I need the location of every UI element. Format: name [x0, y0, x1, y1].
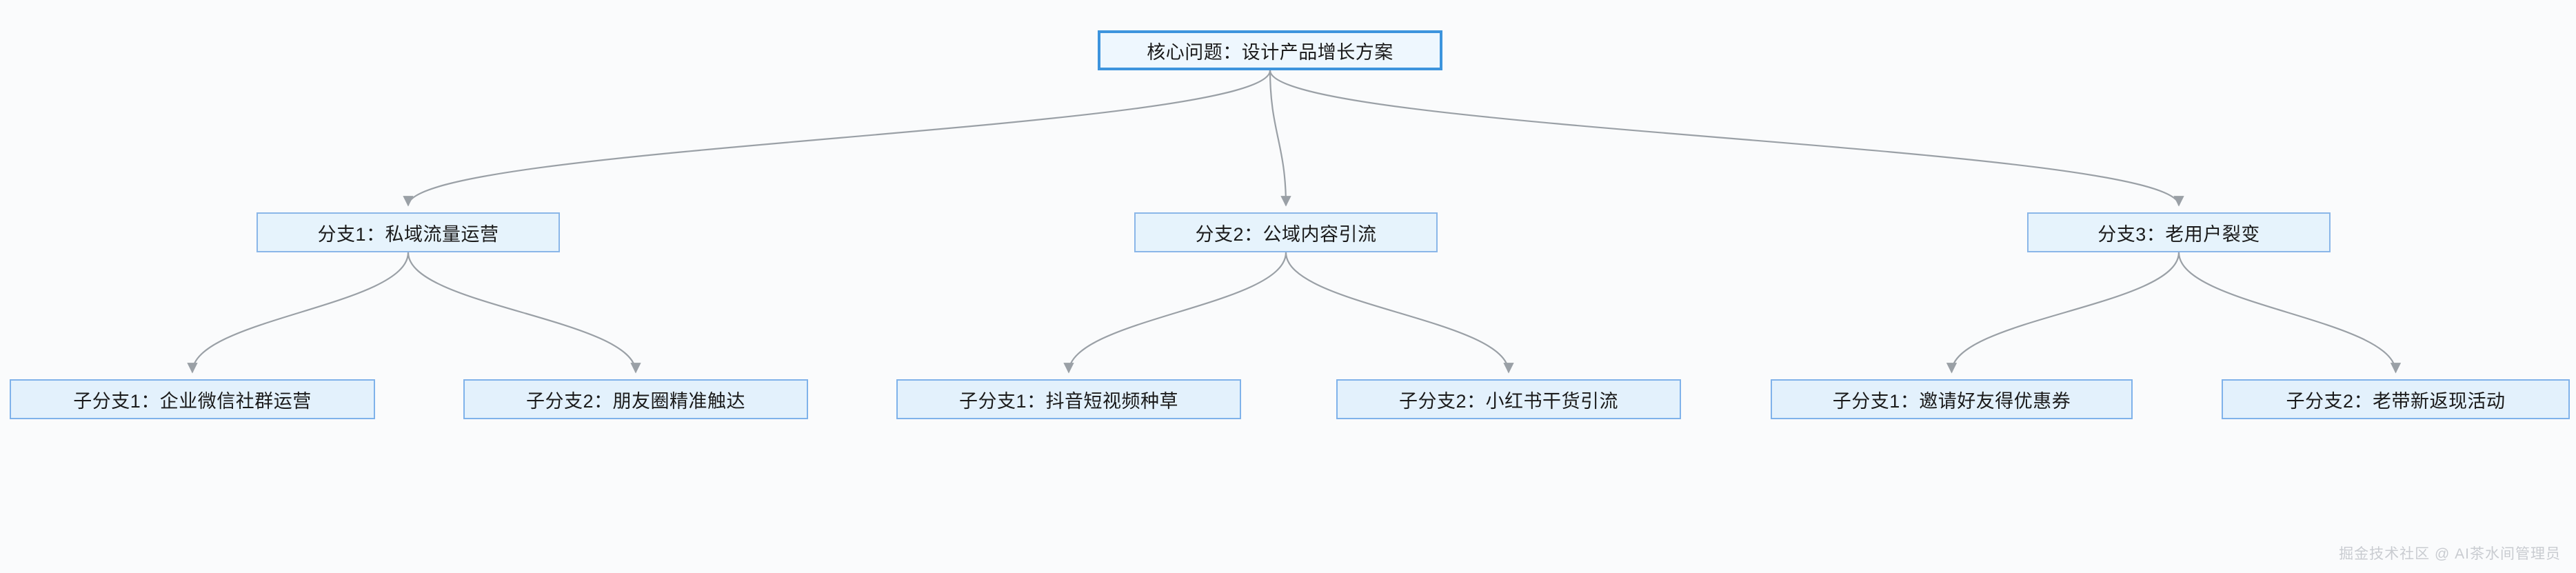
node-leaf-4[interactable]: 子分支2：小红书干货引流: [1336, 379, 1681, 419]
edge-root-to-branch-1: [403, 70, 1271, 207]
node-branch-1[interactable]: 分支1：私域流量运营: [256, 212, 560, 252]
node-branch-1-label: 分支1：私域流量运营: [317, 223, 499, 245]
node-leaf-3-label: 子分支1：抖音短视频种草: [958, 390, 1178, 412]
node-branch-2[interactable]: 分支2：公域内容引流: [1134, 212, 1438, 252]
edge-branch-to-leaf-6: [2177, 252, 2402, 374]
node-leaf-6[interactable]: 子分支2：老带新返现活动: [2222, 379, 2570, 419]
edge-branch-to-leaf-3: [1063, 252, 1287, 374]
node-leaf-1-label: 子分支1：企业微信社群运营: [73, 390, 312, 412]
node-leaf-6-label: 子分支2：老带新返现活动: [2286, 390, 2506, 412]
watermark: 掘金技术社区 @ AI茶水间管理员: [2339, 546, 2561, 562]
edge-root-to-branch-2: [1269, 70, 1291, 207]
edge-root-to-branch-3: [1269, 70, 2184, 207]
edge-branch-to-leaf-5: [1946, 252, 2180, 374]
node-branch-3[interactable]: 分支3：老用户裂变: [2027, 212, 2331, 252]
node-leaf-5[interactable]: 子分支1：邀请好友得优惠券: [1771, 379, 2133, 419]
node-leaf-4-label: 子分支2：小红书干货引流: [1398, 390, 1618, 412]
node-leaf-3[interactable]: 子分支1：抖音短视频种草: [896, 379, 1241, 419]
node-leaf-2-label: 子分支2：朋友圈精准触达: [525, 390, 745, 412]
node-leaf-2[interactable]: 子分支2：朋友圈精准触达: [463, 379, 808, 419]
node-leaf-1[interactable]: 子分支1：企业微信社群运营: [10, 379, 375, 419]
node-branch-3-label: 分支3：老用户裂变: [2097, 223, 2260, 245]
node-branch-2-label: 分支2：公域内容引流: [1195, 223, 1377, 245]
node-root[interactable]: 核心问题：设计产品增长方案: [1098, 30, 1442, 70]
edge-branch-to-leaf-1: [187, 252, 410, 374]
node-leaf-5-label: 子分支1：邀请好友得优惠券: [1832, 390, 2071, 412]
edge-branch-to-leaf-2: [407, 252, 641, 374]
node-root-label: 核心问题：设计产品增长方案: [1147, 41, 1393, 63]
edge-branch-to-leaf-4: [1285, 252, 1514, 374]
